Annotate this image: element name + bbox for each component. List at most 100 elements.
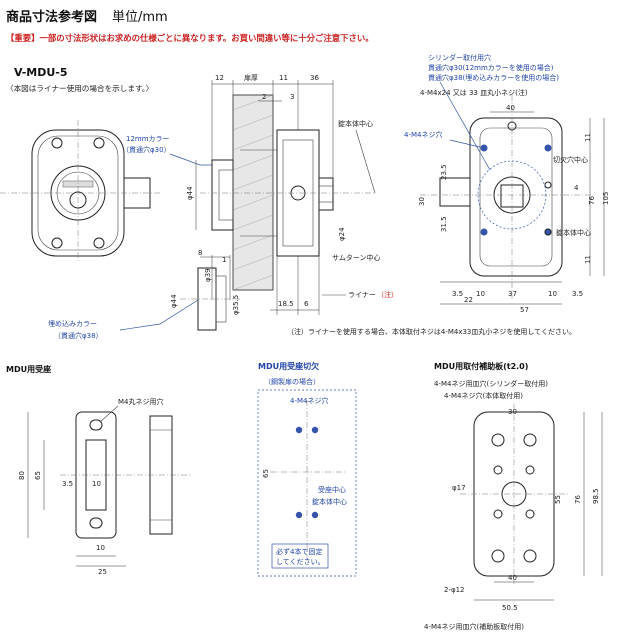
svg-text:11: 11 — [279, 74, 288, 82]
back-cylinder — [439, 177, 471, 207]
svg-text:受座中心: 受座中心 — [318, 485, 346, 494]
collar-hole-label: （貫通穴φ30） — [122, 145, 171, 154]
svg-text:12: 12 — [215, 74, 224, 82]
liner-footnote: （注）ライナーを使用する場合、本体取付ネジは4-M4x33皿丸小ネジを使用してく… — [287, 327, 576, 336]
body-center-label: 錠本体中心 — [556, 228, 591, 237]
svg-text:30: 30 — [508, 408, 517, 416]
svg-text:105: 105 — [602, 192, 610, 205]
m4-round-label: M4丸ネジ用穴 — [118, 397, 164, 406]
lock-body-inner — [282, 139, 314, 247]
svg-text:10: 10 — [92, 480, 101, 488]
m4-hole-bl — [480, 228, 488, 236]
embed-collar-label: 埋め込みカラー — [48, 319, 97, 328]
svg-text:3.5: 3.5 — [62, 480, 73, 488]
svg-text:30: 30 — [418, 197, 426, 206]
receiver-notch-title: MDU用受座切欠 — [258, 361, 319, 371]
side-annotations: 錠本体中心 サムターン中心 ライナー （注） — [322, 119, 398, 299]
svg-text:80: 80 — [18, 471, 26, 480]
svg-text:1: 1 — [222, 256, 226, 264]
embed-collar-hole-label: （貫通穴φ38） — [54, 331, 103, 340]
svg-text:8: 8 — [198, 249, 202, 257]
svg-text:18.5: 18.5 — [278, 300, 294, 308]
svg-text:37: 37 — [508, 290, 517, 298]
svg-text:76: 76 — [574, 495, 582, 504]
door-thickness-label: 扉厚 — [244, 73, 258, 82]
svg-text:2: 2 — [262, 93, 266, 101]
svg-text:50.5: 50.5 — [502, 604, 518, 612]
notch-center-label: 切欠穴中心 — [553, 155, 588, 164]
svg-text:してください。: してください。 — [276, 558, 325, 566]
thumbturn — [318, 177, 334, 211]
svg-text:36: 36 — [310, 74, 319, 82]
svg-text:6: 6 — [304, 300, 309, 308]
m4-hole-br — [544, 228, 552, 236]
front-screw-bl — [51, 237, 63, 249]
svg-text:98.5: 98.5 — [592, 488, 600, 504]
embed-collar-view: φ44 φ35.5 埋め込みカラー （貫通穴φ38） — [48, 267, 240, 340]
collar-inner — [218, 169, 234, 221]
svg-text:11: 11 — [584, 255, 592, 264]
svg-text:φ24: φ24 — [338, 227, 346, 241]
liner-label: ライナー — [348, 291, 376, 299]
svg-text:40: 40 — [508, 574, 517, 582]
svg-text:3.5: 3.5 — [452, 290, 463, 298]
svg-text:φ44: φ44 — [170, 294, 178, 308]
svg-text:57: 57 — [520, 306, 529, 314]
plate-section: MDU用取付補助板(t2.0) 4-M4ネジ用皿穴(シリンダー取付用) 4-M4… — [424, 361, 603, 631]
unit-label: 単位/mm — [112, 9, 168, 25]
model-name: V-MDU-5 — [14, 66, 68, 79]
svg-text:4-M4ネジ用皿穴(シリンダー取付用): 4-M4ネジ用皿穴(シリンダー取付用) — [434, 379, 548, 388]
cylinder-hole-label: シリンダー取付用穴 — [428, 53, 491, 62]
thumbturn-center-label: サムターン中心 — [332, 253, 381, 262]
model-note: 〈本図はライナー使用の場合を示します。〉 — [6, 83, 153, 93]
back-plate-outline — [469, 117, 563, 277]
cylinder-hole-a: 貫通穴φ30(12mmカラーを使用の場合) — [428, 63, 554, 72]
svg-text:φ35.5: φ35.5 — [232, 295, 240, 315]
svg-text:23.5: 23.5 — [440, 164, 448, 180]
back-dims: 40 22 57 3.5 10 37 10 3.5 76 105 11 11 2… — [418, 104, 610, 314]
collar-label: 12mmカラー — [126, 135, 170, 143]
svg-text:φ17: φ17 — [452, 484, 466, 492]
front-screw-tl — [51, 137, 63, 149]
svg-text:4: 4 — [574, 184, 579, 192]
svg-text:10: 10 — [476, 290, 485, 298]
svg-text:（注）: （注） — [377, 290, 398, 299]
collar-body — [211, 159, 234, 231]
back-annotations: シリンダー取付用穴 貫通穴φ30(12mmカラーを使用の場合) 貫通穴φ38(埋… — [404, 53, 591, 237]
side-dims: 12 扉厚 11 36 2 3 φ44 φ24 8 φ39 1 18.5 6 — [186, 73, 346, 315]
steel-door-label: （鋼製扉の場合） — [264, 377, 320, 386]
svg-text:10: 10 — [96, 544, 105, 552]
cylinder-hole-outline — [477, 160, 547, 230]
screw-spec-label: 4-M4x24 又は 33 皿丸小ネジ(注) — [420, 88, 528, 97]
svg-text:4-M4ネジ穴: 4-M4ネジ穴 — [290, 396, 328, 405]
receiver-section: MDU用受座 M4丸ネジ用穴 80 65 3.5 10 10 25 — [6, 364, 190, 576]
warning-text: 【重要】一部の寸法形状はお求めの仕様ごとに異なります。お買い間違い等に十分ご注意… — [6, 33, 374, 43]
svg-text:40: 40 — [506, 104, 515, 112]
receiver-notch-section: MDU用受座切欠 （鋼製扉の場合） 4-M4ネジ穴 65 受座中心 錠本体中心 … — [257, 361, 357, 577]
svg-text:錠本体中心: 錠本体中心 — [312, 497, 347, 506]
side-view — [200, 94, 375, 291]
svg-text:31.5: 31.5 — [440, 216, 448, 232]
svg-text:必ず4本で固定: 必ず4本で固定 — [276, 547, 322, 556]
door-section — [232, 94, 274, 291]
svg-text:76: 76 — [588, 196, 596, 205]
svg-text:65: 65 — [262, 469, 270, 478]
svg-text:φ44: φ44 — [186, 186, 194, 200]
lock-center-label: 錠本体中心 — [338, 119, 373, 128]
header: 商品寸法参考図 単位/mm 【重要】一部の寸法形状はお求めの仕様ごとに異なります… — [6, 9, 374, 43]
cylinder-hole-b: 貫通穴φ38(埋め込みカラーを使用の場合) — [428, 73, 559, 82]
svg-text:2-φ12: 2-φ12 — [444, 586, 465, 594]
m4-hole-tr — [544, 144, 552, 152]
back-view — [420, 95, 590, 300]
svg-text:11: 11 — [584, 133, 592, 142]
svg-text:25: 25 — [98, 568, 107, 576]
sheet-title: 商品寸法参考図 — [6, 9, 97, 25]
svg-text:3: 3 — [290, 93, 294, 101]
front-screw-tr — [93, 137, 105, 149]
svg-text:10: 10 — [548, 290, 557, 298]
collar-callout: 12mmカラー （貫通穴φ30） — [122, 135, 212, 166]
svg-text:4-M4ネジ穴(本体取付用): 4-M4ネジ穴(本体取付用) — [444, 391, 523, 400]
front-screw-br — [93, 237, 105, 249]
notch-frame — [257, 389, 357, 577]
